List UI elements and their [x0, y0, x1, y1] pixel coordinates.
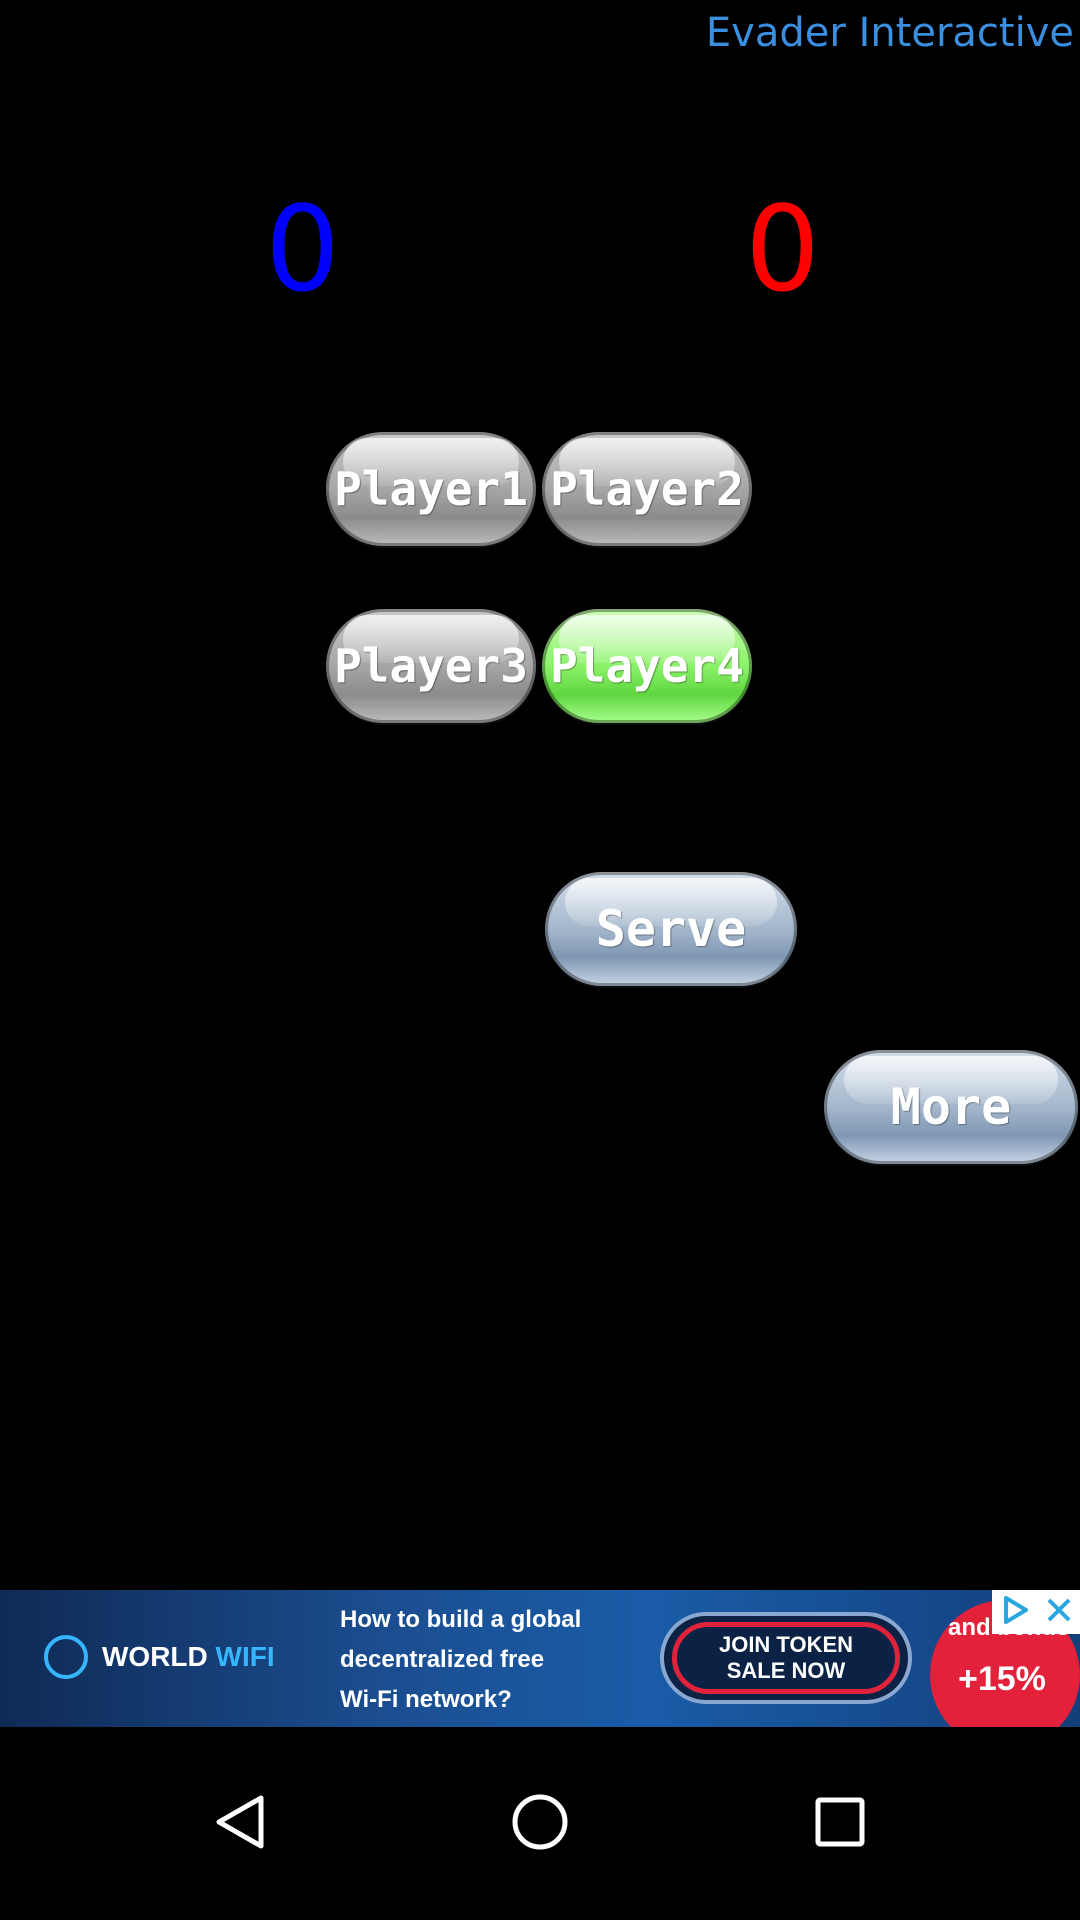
- more-label: More: [890, 1078, 1012, 1136]
- ad-brand-accent: WIFI: [215, 1641, 275, 1672]
- player-score-right: 0: [745, 180, 821, 318]
- ad-choices-bar[interactable]: [992, 1590, 1080, 1634]
- brand-label: Evader Interactive: [705, 10, 1074, 56]
- serve-button[interactable]: Serve: [545, 872, 797, 986]
- home-circle-icon[interactable]: [495, 1777, 585, 1867]
- ad-banner[interactable]: WORLD WIFI How to build a global decentr…: [0, 1590, 1080, 1727]
- back-triangle-icon[interactable]: [196, 1777, 286, 1867]
- ad-cta-button[interactable]: JOIN TOKEN SALE NOW: [660, 1612, 912, 1704]
- player3-label: Player3: [334, 639, 528, 693]
- close-icon[interactable]: [1044, 1595, 1074, 1629]
- more-button[interactable]: More: [824, 1050, 1078, 1164]
- ad-choices-icon[interactable]: [998, 1593, 1032, 1631]
- player1-label: Player1: [334, 462, 528, 516]
- recents-square-icon[interactable]: [795, 1777, 885, 1867]
- ad-cta-line2: SALE NOW: [726, 1658, 846, 1683]
- ad-cta-label: JOIN TOKEN SALE NOW: [672, 1622, 900, 1694]
- player2-button[interactable]: Player2: [542, 432, 752, 546]
- ad-badge-line2: +15%: [958, 1660, 1046, 1698]
- ad-headline: How to build a global decentralized free…: [340, 1600, 640, 1720]
- ad-headline-line2: decentralized free: [340, 1646, 545, 1673]
- player4-button[interactable]: Player4: [542, 609, 752, 723]
- system-nav-bar: [0, 1727, 1080, 1920]
- player3-button[interactable]: Player3: [326, 609, 536, 723]
- ad-headline-line3: Wi-Fi network?: [340, 1686, 512, 1713]
- ad-headline-line1: How to build a global: [340, 1606, 582, 1633]
- ad-brand-logo: WORLD WIFI: [44, 1635, 275, 1679]
- player-score-left: 0: [265, 180, 341, 318]
- ad-cta-line1: JOIN TOKEN: [718, 1632, 854, 1657]
- player2-label: Player2: [550, 462, 744, 516]
- serve-label: Serve: [595, 900, 747, 958]
- player1-button[interactable]: Player1: [326, 432, 536, 546]
- ad-brand-prefix: WORLD: [102, 1641, 216, 1672]
- wifi-logo-icon: [44, 1635, 88, 1679]
- player4-label: Player4: [550, 639, 744, 693]
